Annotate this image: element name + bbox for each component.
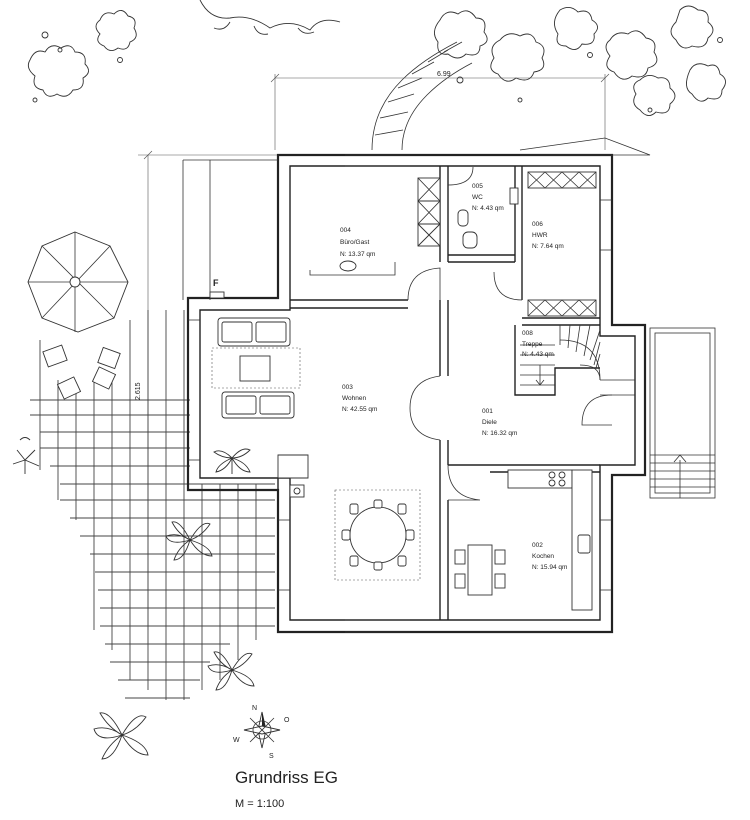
svg-text:N: 4.43 qm: N: 4.43 qm [522, 351, 554, 358]
svg-text:003: 003 [342, 384, 353, 391]
svg-text:Büro/Gast: Büro/Gast [340, 239, 369, 246]
room-buero-label: 004 Büro/Gast N: 13.37 qm [340, 227, 375, 258]
svg-text:N: 4.43 qm: N: 4.43 qm [472, 205, 504, 212]
plant-left [12, 437, 40, 474]
wc-fixtures [457, 187, 519, 249]
compass-rose [243, 711, 281, 749]
svg-text:N: 16.32 qm: N: 16.32 qm [482, 430, 517, 437]
hwr-cabinet [527, 171, 597, 317]
svg-text:008: 008 [522, 330, 533, 337]
room-kochen-label: 002 Kochen N: 15.94 qm [532, 542, 567, 571]
kitchen-table [454, 544, 506, 596]
svg-text:WC: WC [472, 194, 483, 201]
umbrella [27, 231, 129, 333]
tree-canopy-top [27, 0, 726, 116]
svg-text:002: 002 [532, 542, 543, 549]
compass-east: O [284, 717, 290, 724]
fireplace [277, 454, 309, 498]
room-wc-label: 005 WC N: 4.43 qm [472, 183, 504, 212]
svg-text:N: 15.94 qm: N: 15.94 qm [532, 564, 567, 571]
room-wohnen-label: 003 Wohnen N: 42.55 qm [342, 384, 377, 413]
svg-text:005: 005 [472, 183, 483, 190]
buero-cabinet [417, 177, 441, 247]
kitchen-counter [507, 469, 593, 611]
svg-text:HWR: HWR [532, 232, 548, 239]
svg-text:Wohnen: Wohnen [342, 395, 366, 402]
staircase [520, 324, 635, 396]
svg-text:001: 001 [482, 408, 493, 415]
svg-text:N: 13.37 qm: N: 13.37 qm [340, 251, 375, 258]
svg-text:004: 004 [340, 227, 351, 234]
room-diele-label: 001 Diele N: 16.32 qm [482, 408, 517, 437]
wohnen-sofa-bottom [221, 391, 295, 419]
svg-text:Diele: Diele [482, 419, 497, 426]
house-walls [182, 137, 651, 634]
buero-desk [309, 260, 396, 276]
plant-terrace-1 [165, 521, 213, 561]
garden-path [371, 41, 473, 151]
svg-text:Treppe: Treppe [522, 341, 543, 348]
dimension-top-value: 6.99 [437, 71, 451, 78]
plan-title: Grundriss EG [235, 768, 338, 787]
plant-terrace-3 [93, 712, 149, 760]
terrace-paving [30, 310, 275, 700]
svg-text:Kochen: Kochen [532, 553, 554, 560]
windows [188, 154, 612, 633]
svg-text:006: 006 [532, 221, 543, 228]
compass-north: N [252, 705, 257, 712]
dimension-left-value: 2.615 [135, 382, 142, 400]
plant-terrace-2 [207, 651, 255, 691]
dimension-top [270, 73, 610, 150]
room-treppe-label: 008 Treppe N: 4.43 qm [522, 330, 554, 358]
svg-text:N: 42.55 qm: N: 42.55 qm [342, 406, 377, 413]
label-f: F [213, 278, 219, 288]
dimension-left [138, 150, 280, 630]
plan-scale: M = 1:100 [235, 798, 285, 810]
terrace-chairs [42, 344, 121, 400]
compass-south: S [269, 753, 274, 760]
room-hwr-label: 006 HWR N: 7.64 qm [532, 221, 564, 250]
marker-f [209, 291, 225, 299]
entrance-steps [649, 327, 716, 499]
compass-west: W [233, 737, 240, 744]
svg-text:N: 7.64 qm: N: 7.64 qm [532, 243, 564, 250]
door-swings [407, 166, 613, 501]
wohnen-rug [211, 347, 301, 389]
dining-table [334, 489, 421, 581]
wohnen-sofa-top [217, 317, 291, 347]
plant-wohnen [213, 448, 251, 474]
